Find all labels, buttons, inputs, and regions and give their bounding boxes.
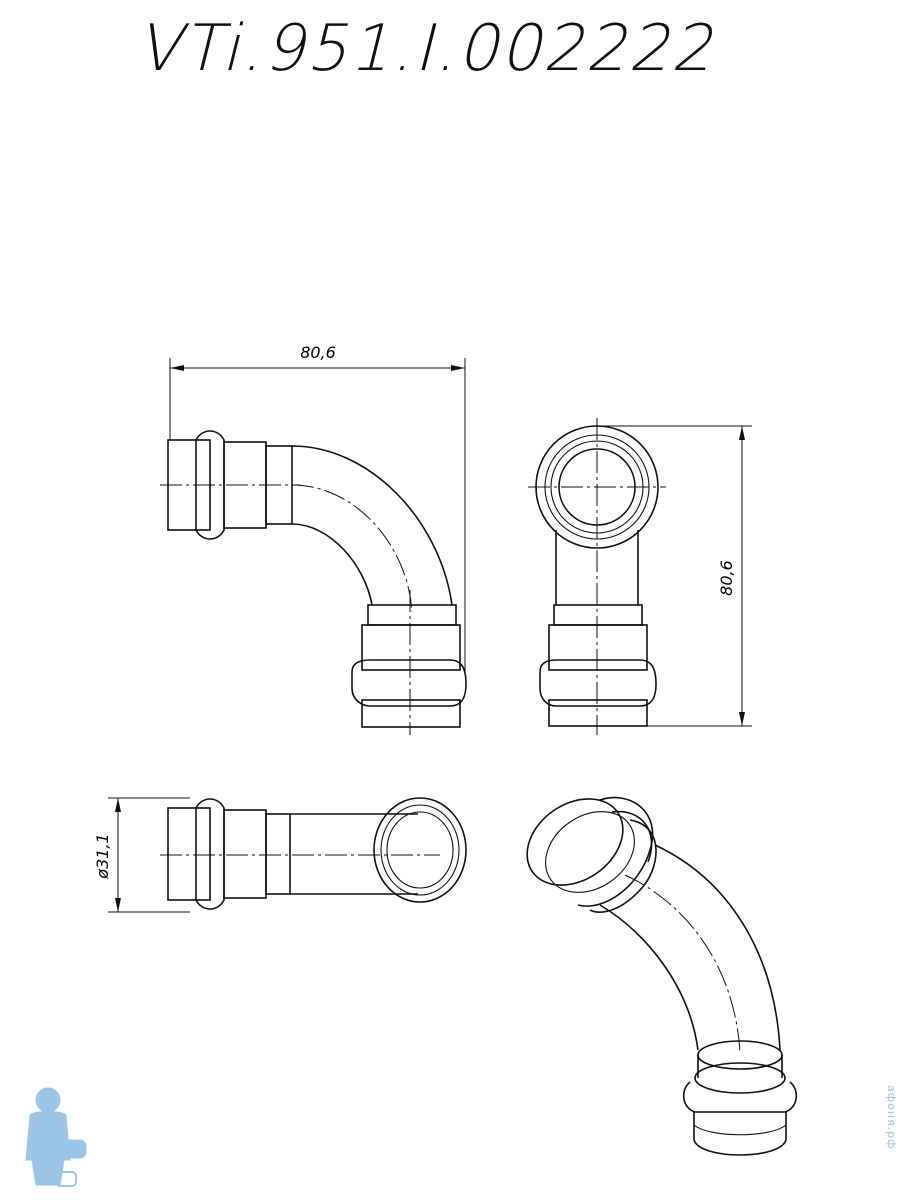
front-view: 80,6 xyxy=(160,343,467,735)
height-dimension-label: 80,6 xyxy=(717,560,736,596)
top-view: ø31,1 xyxy=(93,797,467,913)
width-dimension-label: 80,6 xyxy=(300,343,336,362)
isometric-view xyxy=(526,796,798,1156)
watermark-text: афоня.рф xyxy=(885,1085,898,1150)
side-view: 80,6 xyxy=(528,418,752,735)
diameter-dimension-label: ø31,1 xyxy=(93,833,112,879)
plumber-mascot-logo xyxy=(25,1087,87,1187)
